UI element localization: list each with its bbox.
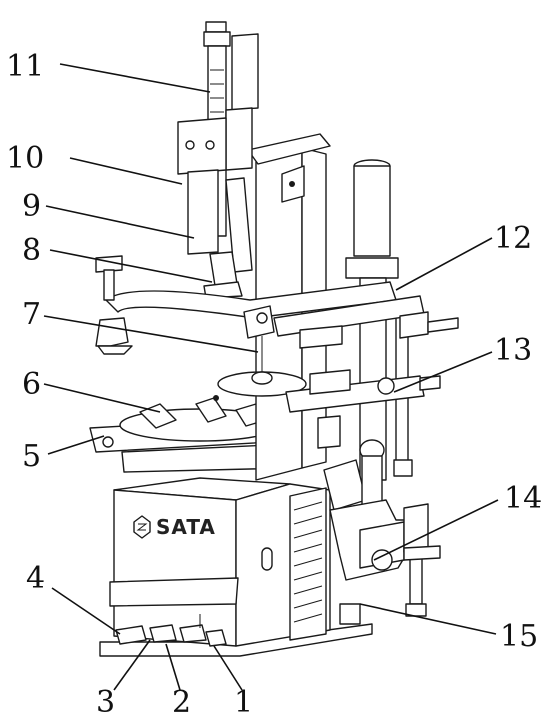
cabinet: SATA (109, 477, 331, 647)
leader-9 (45, 205, 195, 239)
brand-logo-text: SATA (156, 515, 216, 539)
leader-2 (165, 643, 181, 691)
leader-lines (43, 63, 499, 691)
leader-14 (373, 499, 499, 561)
callout-10: 10 (6, 141, 44, 176)
mount-head (177, 21, 259, 299)
leader-11 (59, 63, 211, 93)
leader-13 (393, 351, 493, 393)
callout-4: 4 (26, 561, 45, 596)
cross-arm (243, 295, 459, 349)
callout-labels: 1 2 3 4 5 6 7 8 9 10 11 12 13 14 15 (6, 49, 542, 717)
callout-9: 9 (22, 189, 41, 224)
leader-15 (359, 603, 497, 635)
leader-12 (395, 237, 493, 291)
leader-1 (213, 645, 243, 691)
callout-15: 15 (500, 619, 538, 654)
callout-13: 13 (494, 333, 532, 368)
leader-5 (47, 435, 105, 455)
callout-8: 8 (22, 233, 41, 268)
leader-6 (43, 383, 161, 413)
callout-14: 14 (504, 481, 542, 516)
lower-assist-arm (285, 369, 441, 449)
leader-4 (51, 587, 121, 635)
callout-12: 12 (494, 221, 532, 256)
callout-11: 11 (6, 49, 44, 84)
callout-1: 1 (234, 685, 253, 717)
tank-assembly (323, 439, 441, 625)
callout-2: 2 (172, 685, 191, 717)
leader-8 (49, 249, 213, 283)
press-disc (217, 336, 307, 397)
leader-10 (69, 157, 183, 185)
foot-pedals (115, 614, 227, 647)
lift-arm (95, 255, 397, 355)
sata-logo: SATA (133, 515, 216, 539)
leader-7 (43, 315, 259, 353)
turntable (89, 395, 307, 473)
leader-3 (113, 639, 151, 691)
callout-5: 5 (22, 439, 41, 474)
callout-6: 6 (22, 367, 41, 402)
callout-7: 7 (22, 297, 41, 332)
machine-drawing: SATA (89, 21, 459, 657)
callout-3: 3 (96, 685, 115, 717)
